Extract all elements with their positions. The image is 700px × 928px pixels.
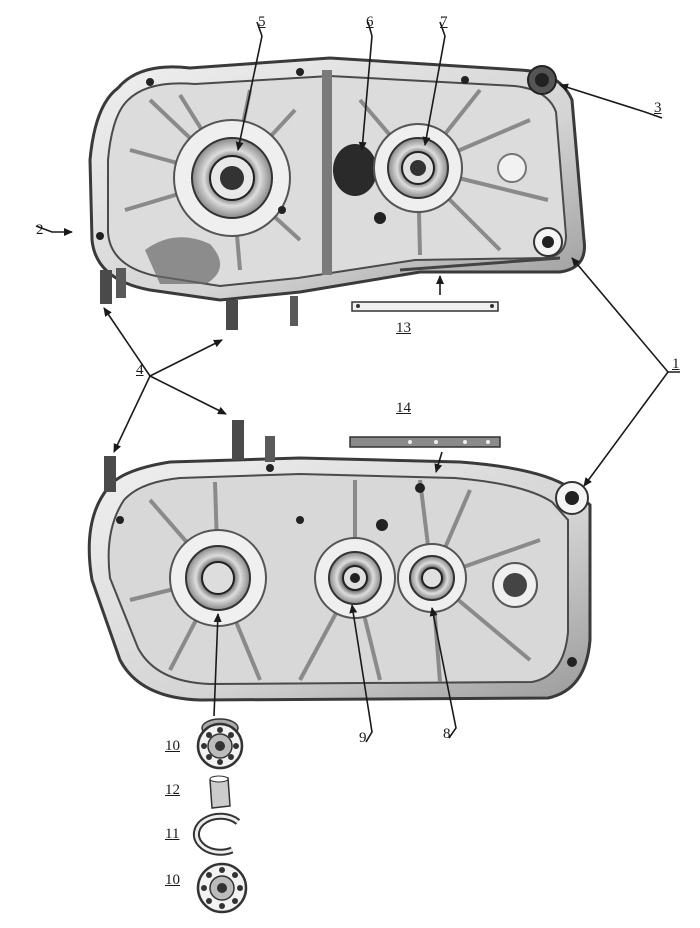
label-2: 2 (36, 222, 44, 238)
label-5: 5 (258, 14, 266, 30)
label-3: 3 (654, 100, 662, 116)
label-10-upper: 10 (165, 738, 180, 754)
label-1: 1 (672, 356, 680, 372)
label-6: 6 (366, 14, 374, 30)
lower-crankcase-half (87, 420, 592, 702)
label-4: 4 (136, 362, 144, 378)
label-9: 9 (359, 730, 367, 746)
label-12: 12 (165, 782, 180, 798)
label-8: 8 (443, 726, 451, 742)
upper-crankcase-half (88, 56, 586, 330)
bearing-10-lower (196, 862, 248, 914)
label-13: 13 (396, 320, 411, 336)
leader-lines (35, 21, 680, 743)
bearing-10-upper (196, 718, 244, 770)
label-10-lower: 10 (165, 872, 180, 888)
gasket-strip-13 (351, 301, 499, 312)
label-14: 14 (396, 400, 411, 416)
label-7: 7 (440, 14, 448, 30)
circlip-11 (192, 812, 241, 856)
sleeve-12 (209, 775, 231, 809)
label-11: 11 (165, 826, 180, 842)
gasket-strip-14 (349, 436, 501, 448)
